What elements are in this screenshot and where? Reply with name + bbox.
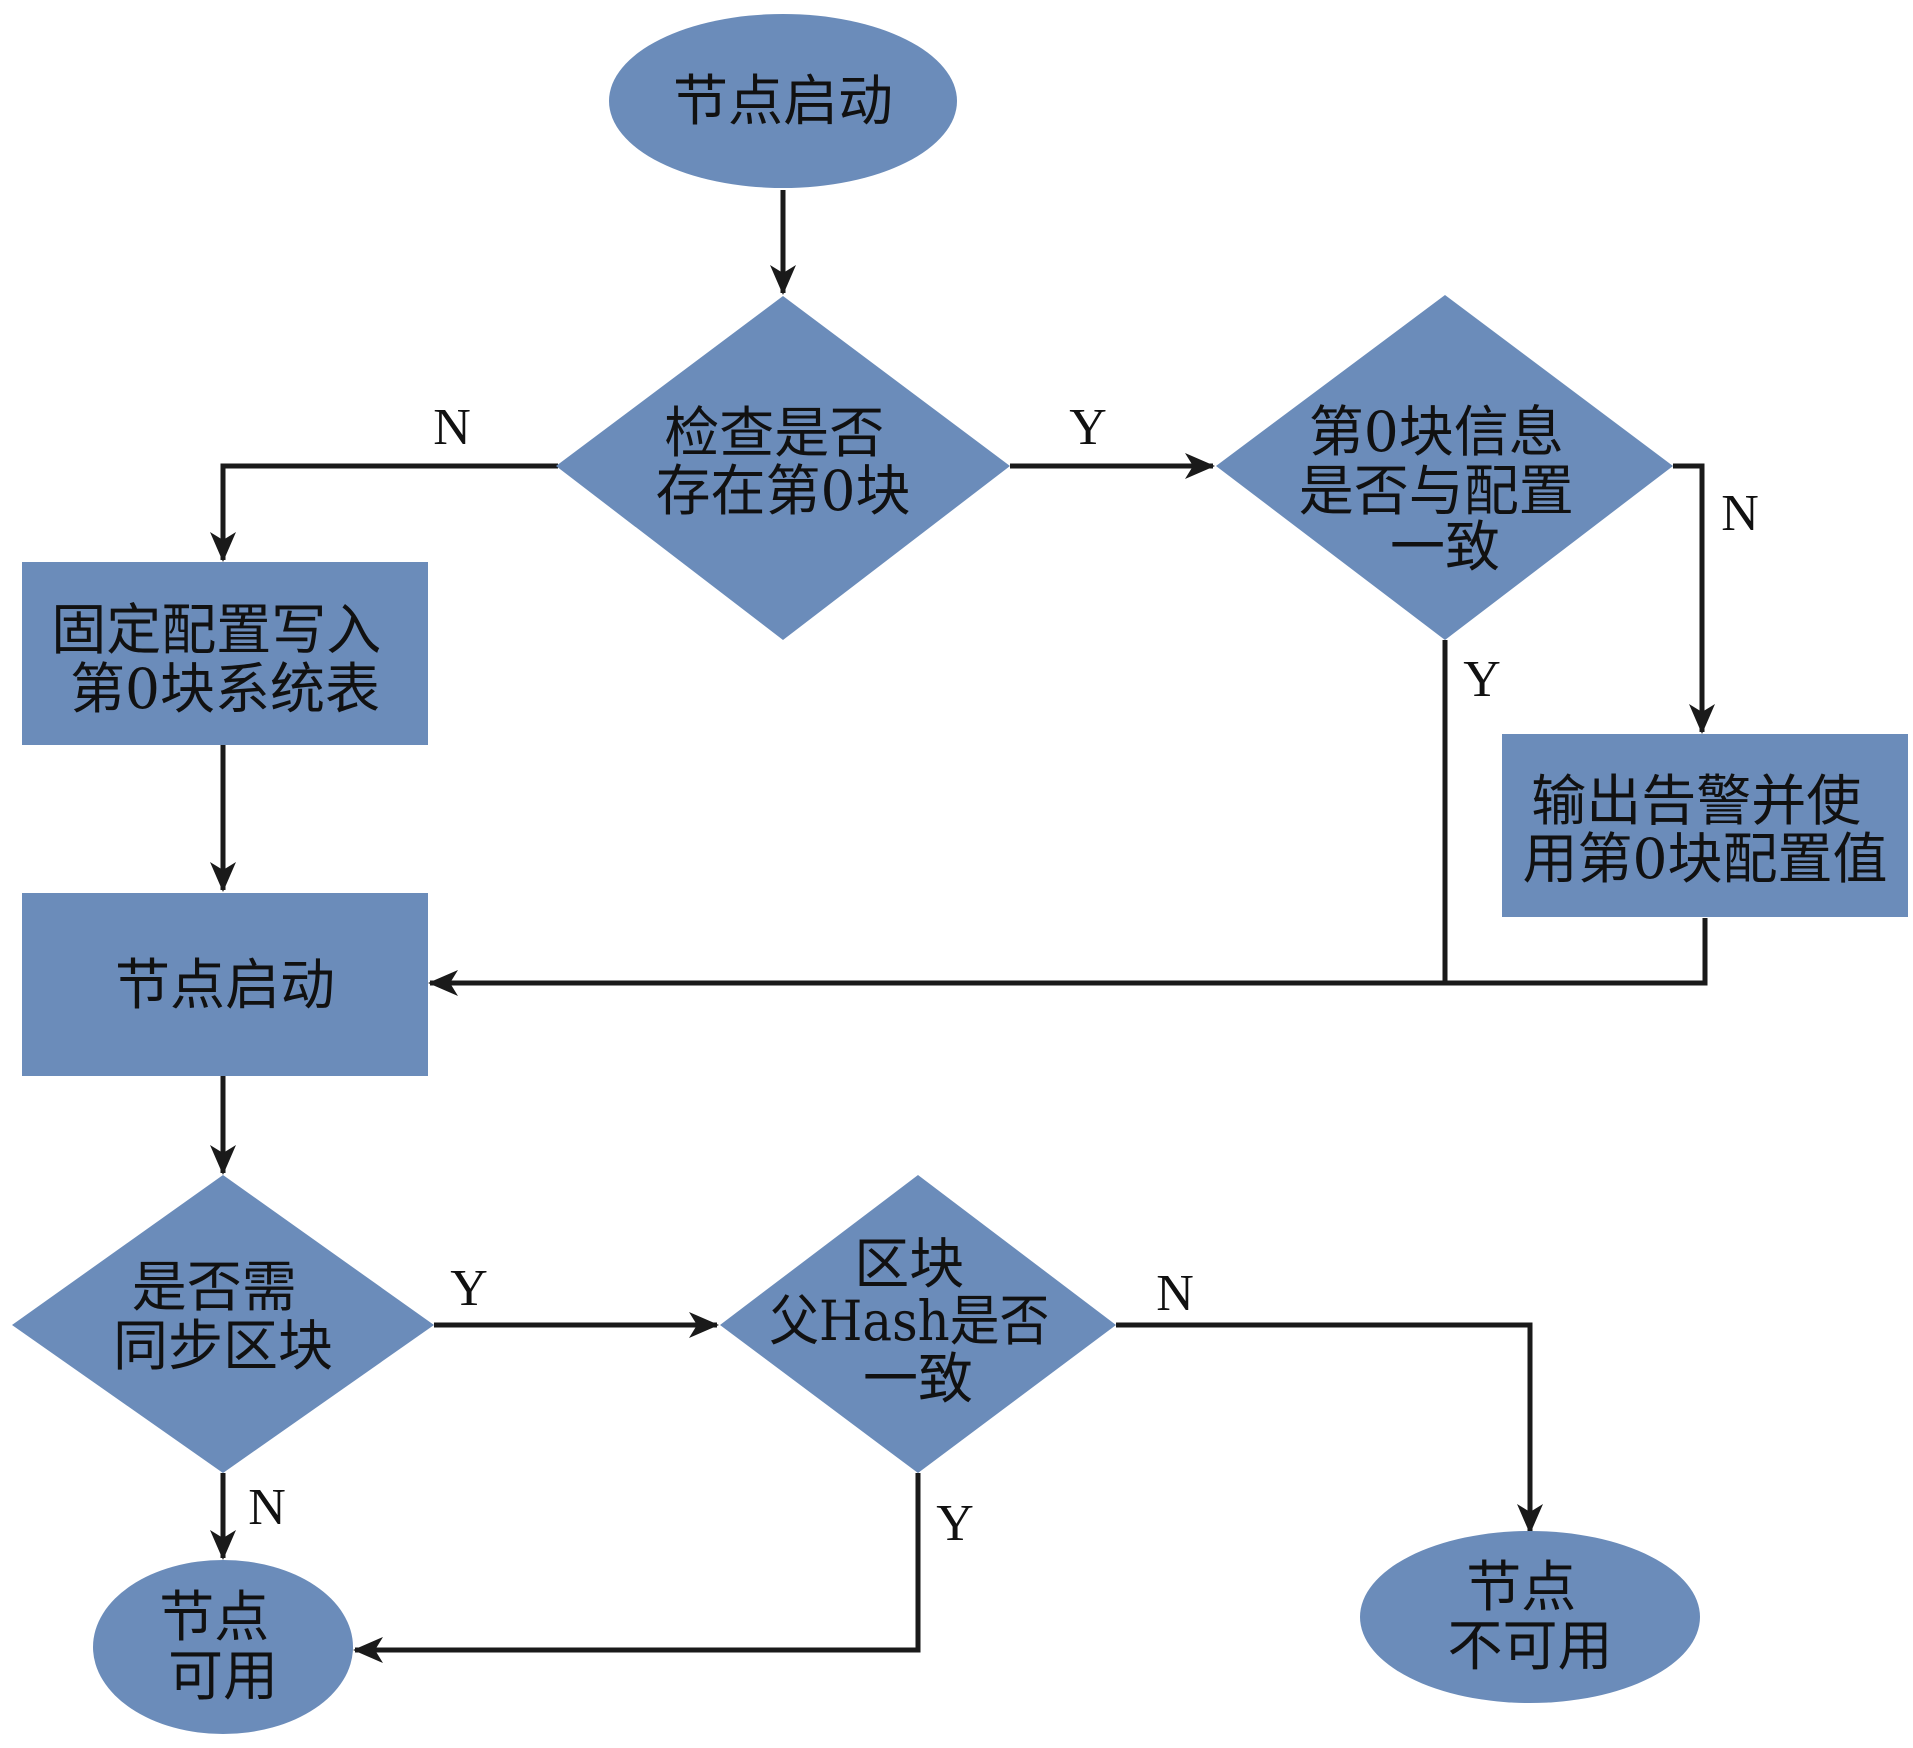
block0-consistent-line-3: 一致 (1390, 515, 1500, 579)
warn-use-block0-label: 输出告警并使 用第0块配置值 (1523, 769, 1888, 891)
nodes: 节点启动 检查是否 存在第0块 第0块信息 是否与配置 一致 固定配置写入 (12, 14, 1908, 1734)
node-start2-shape (22, 893, 428, 1076)
need-sync-line-2: 同步区块 (113, 1314, 333, 1378)
edge-hash-no (1116, 1322, 1543, 1534)
start-shape (609, 14, 957, 188)
node-available-line-2: 可用 (168, 1644, 278, 1708)
node-unavailable-line-2: 不可用 (1447, 1614, 1612, 1678)
block0-consistent-shape (1216, 295, 1673, 640)
label-sync-no: N (248, 1479, 286, 1536)
warn-use-block0-line-1: 输出告警并使 (1531, 769, 1861, 833)
check-block0-shape (556, 296, 1010, 640)
edge-consistent-yes (428, 640, 1448, 996)
node-available-shape (93, 1560, 353, 1734)
block0-consistent-line-2: 是否与配置 (1299, 459, 1574, 523)
warn-use-block0-line-2: 用第0块配置值 (1523, 827, 1888, 891)
node-unavailable-shape (1360, 1531, 1700, 1703)
parent-hash-label: 区块 父Hash是否 一致 (769, 1232, 1066, 1411)
label-check-no: N (433, 399, 471, 456)
start-node: 节点启动 (609, 14, 957, 188)
edge-labels: N Y N Y Y N N Y (248, 399, 1759, 1552)
start-line-1: 节点启动 (673, 69, 893, 133)
parent-hash-line-2: 父Hash是否 (769, 1289, 1049, 1353)
need-sync-shape (12, 1175, 434, 1473)
block0-consistent-line-1: 第0块信息 (1309, 400, 1564, 464)
edges (210, 190, 1715, 1663)
check-block0-line-2: 存在第0块 (656, 459, 911, 523)
node-available-node: 节点 可用 (93, 1560, 353, 1734)
node-start2-line-1: 节点启动 (115, 953, 335, 1017)
edge-warn-merge (1445, 918, 1708, 986)
parent-hash-shape (720, 1175, 1116, 1473)
parent-hash-line-1: 区块 (854, 1232, 964, 1296)
need-sync-label: 是否需 同步区块 (113, 1255, 333, 1378)
label-consistent-yes: Y (1463, 651, 1501, 708)
edge-hash-yes (353, 1473, 921, 1663)
node-available-line-1: 节点 (159, 1585, 269, 1649)
node-available-label: 节点 可用 (159, 1585, 287, 1708)
write-config-label: 固定配置写入 第0块系统表 (51, 598, 399, 721)
node-start2-node: 节点启动 (22, 893, 428, 1076)
label-sync-yes: Y (450, 1260, 488, 1317)
block0-consistent-node: 第0块信息 是否与配置 一致 (1216, 295, 1673, 640)
write-config-shape (22, 562, 428, 745)
write-config-line-1: 固定配置写入 (51, 598, 381, 662)
label-consistent-no: N (1721, 485, 1759, 542)
edge-consistent-no (1673, 463, 1715, 734)
warn-use-block0-node: 输出告警并使 用第0块配置值 (1502, 734, 1908, 917)
block0-consistent-label: 第0块信息 是否与配置 一致 (1299, 400, 1592, 579)
write-config-node: 固定配置写入 第0块系统表 (22, 562, 428, 745)
node-start2-label: 节点启动 (115, 953, 335, 1017)
check-block0-line-1: 检查是否 (664, 401, 884, 465)
parent-hash-line-3: 一致 (863, 1347, 973, 1411)
node-unavailable-label: 节点 不可用 (1447, 1555, 1612, 1678)
start-label: 节点启动 (673, 69, 893, 133)
need-sync-node: 是否需 同步区块 (12, 1175, 434, 1473)
node-unavailable-node: 节点 不可用 (1360, 1531, 1700, 1703)
warn-use-block0-shape (1502, 734, 1908, 917)
label-hash-yes: Y (936, 1495, 974, 1552)
need-sync-line-1: 是否需 (132, 1255, 297, 1319)
label-hash-no: N (1156, 1265, 1194, 1322)
check-block0-label: 检查是否 存在第0块 (656, 401, 911, 523)
write-config-line-2: 第0块系统表 (70, 657, 380, 721)
edge-check-no (210, 463, 558, 562)
label-check-yes: Y (1069, 399, 1107, 456)
check-block0-node: 检查是否 存在第0块 (556, 296, 1010, 640)
node-unavailable-line-1: 节点 (1466, 1555, 1576, 1619)
parent-hash-node: 区块 父Hash是否 一致 (720, 1175, 1116, 1473)
